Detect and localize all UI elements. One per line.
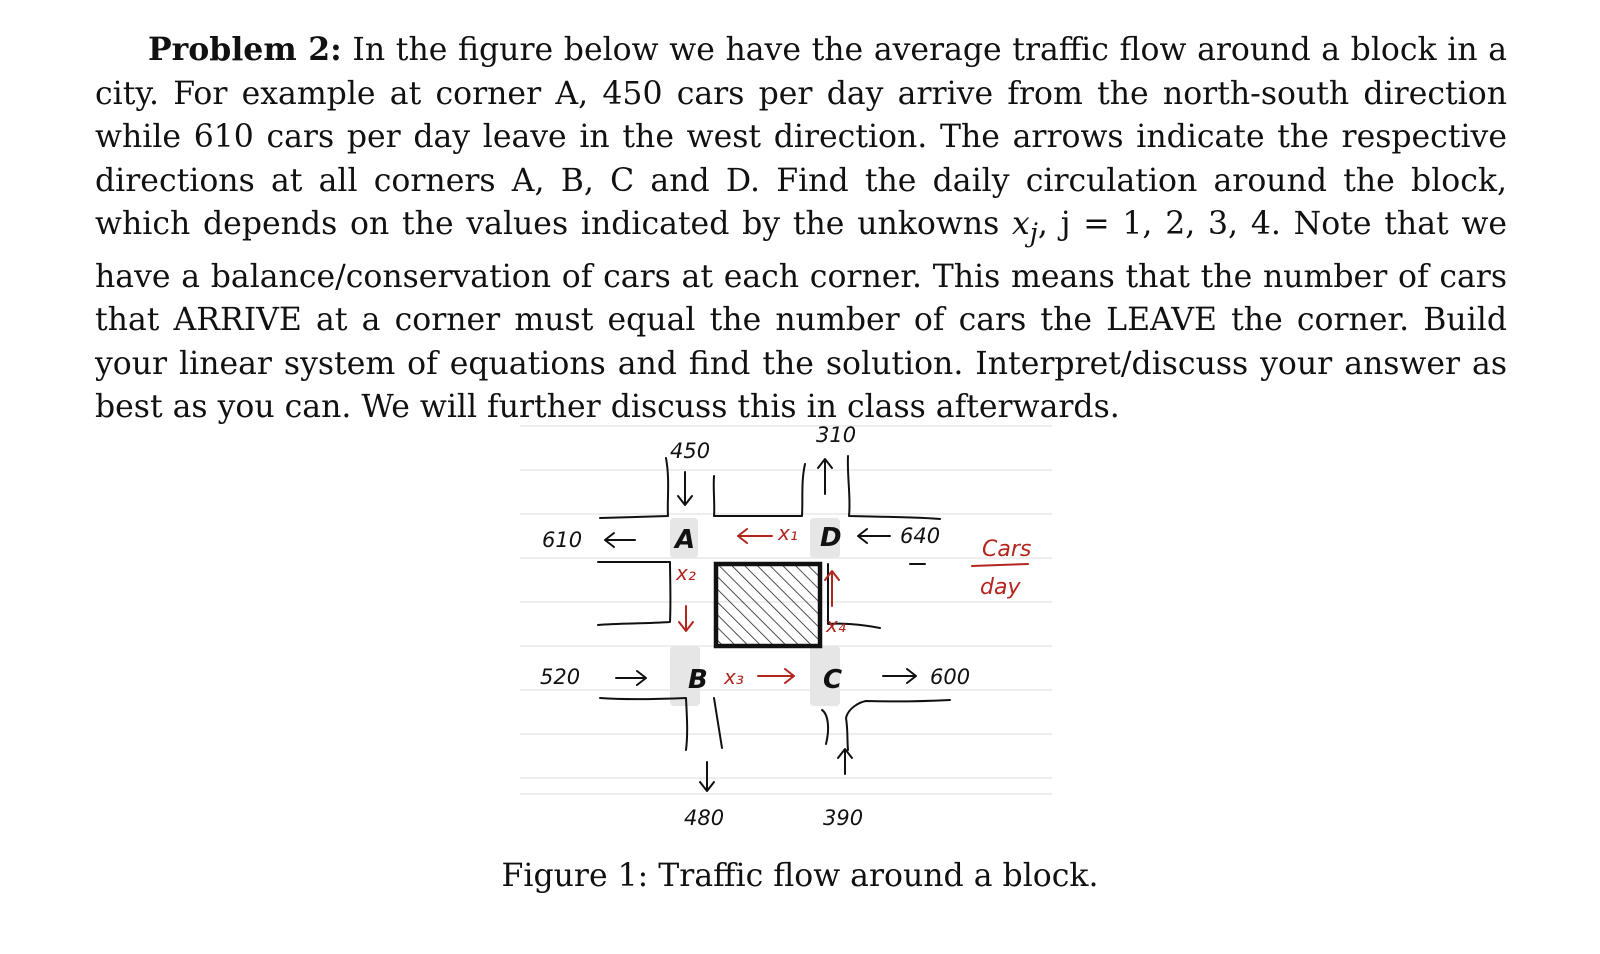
unit-fraction-bar — [971, 563, 1029, 567]
flow-c-east-out: 600 — [930, 665, 970, 689]
problem-statement: Problem 2: In the figure below we have t… — [95, 28, 1507, 430]
unit-denominator: day — [980, 575, 1021, 600]
arrow-d-east-in — [857, 528, 891, 544]
flow-arrows — [604, 458, 917, 792]
unknown-x4: x₄ — [825, 613, 846, 637]
traffic-flow-figure: A D B C 450 610 310 640 520 480 600 390 … — [520, 423, 1052, 830]
corner-label-b: B — [688, 665, 708, 695]
ruled-lines — [520, 425, 1052, 795]
figure-caption: Figure 1: Traffic flow around a block. — [501, 858, 1099, 894]
flow-a-west-out: 610 — [542, 528, 582, 552]
variable-subscript: j — [1029, 218, 1038, 249]
arrow-b-south-out — [699, 761, 715, 792]
intersection-shading — [670, 518, 840, 706]
flow-d-east-in: 640 — [900, 524, 940, 548]
corner-label-a: A — [673, 525, 695, 555]
problem-text-part-2: Note that we have a balance/conservation… — [95, 206, 1507, 426]
arrow-x2 — [678, 605, 694, 632]
flow-a-north-in: 450 — [670, 439, 710, 463]
arrow-a-north-in — [677, 471, 693, 506]
arrow-c-east-out — [882, 668, 917, 684]
variable-symbol: x — [1012, 206, 1030, 242]
flow-b-west-in: 520 — [540, 665, 580, 689]
arrow-d-north-out — [817, 458, 833, 495]
problem-text-part-1: In the figure below we have the average … — [95, 32, 1508, 242]
unknown-x1: x₁ — [777, 521, 798, 545]
flow-d-north-out: 310 — [816, 423, 856, 447]
unknown-x3: x₃ — [723, 665, 744, 689]
arrow-c-south-in — [837, 748, 853, 775]
flow-c-south-in: 390 — [823, 806, 863, 830]
flow-b-south-out: 480 — [684, 806, 724, 830]
arrow-x3 — [757, 668, 795, 684]
corner-label-d: D — [820, 523, 842, 553]
arrow-b-west-in — [615, 670, 647, 686]
street-outlines — [597, 455, 951, 751]
arrow-a-west-out — [604, 532, 636, 548]
problem-heading: Problem 2: — [148, 31, 342, 68]
arrow-x4 — [824, 570, 840, 607]
central-block — [713, 561, 823, 649]
arrow-x1 — [737, 528, 773, 544]
internal-flow-arrows — [678, 528, 1029, 684]
unknown-x2: x₂ — [675, 561, 696, 585]
index-range: , j = 1, 2, 3, 4. — [1037, 206, 1281, 242]
corner-label-c: C — [823, 665, 842, 695]
unit-numerator: Cars — [982, 537, 1031, 562]
